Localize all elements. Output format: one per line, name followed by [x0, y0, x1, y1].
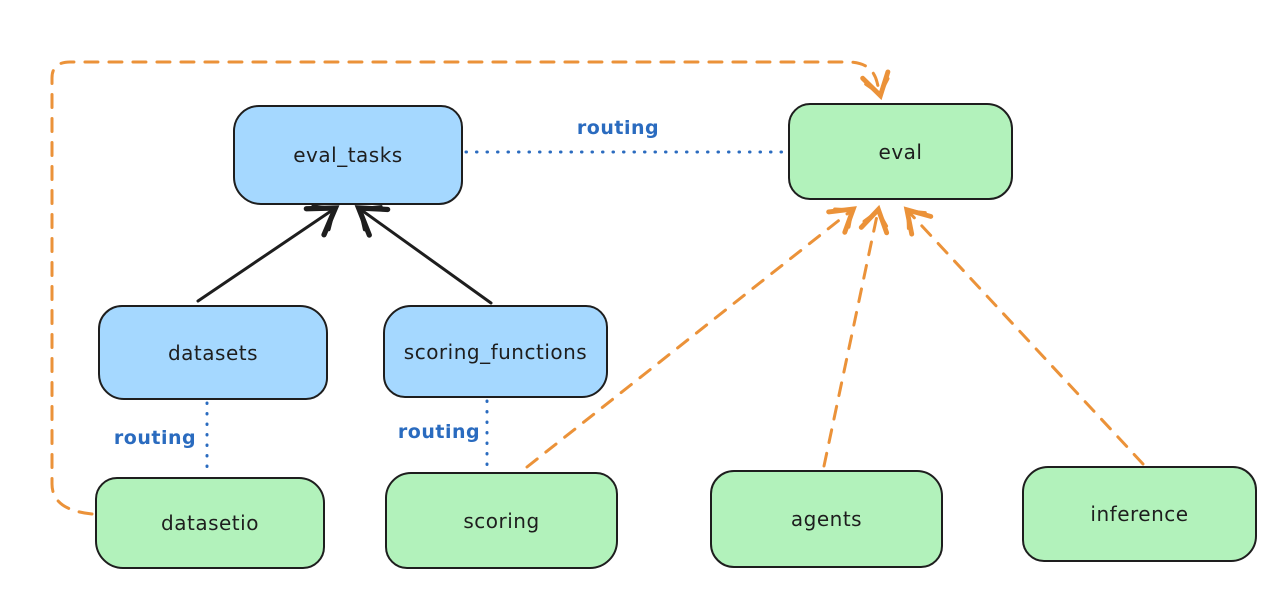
node-datasetio-label: datasetio	[161, 511, 259, 535]
node-scoring-functions: scoring_functions	[383, 305, 608, 398]
edge-datasets-to-evaltasks	[196, 204, 340, 303]
edge-label-routing-scoringfunctions-scoring: routing	[397, 421, 481, 443]
node-agents-label: agents	[790, 507, 863, 531]
node-scoring: scoring	[385, 472, 618, 569]
node-eval: eval	[788, 103, 1013, 200]
edge-label-routing-evaltasks-eval: routing	[576, 117, 660, 139]
node-datasetio: datasetio	[95, 477, 325, 569]
node-eval-label: eval	[878, 139, 923, 164]
node-datasets-label: datasets	[167, 340, 259, 365]
node-agents: agents	[710, 470, 943, 568]
edge-agents-to-eval	[822, 204, 890, 468]
node-inference: inference	[1022, 466, 1257, 562]
node-scoring-functions-label: scoring_functions	[403, 339, 588, 364]
edge-inference-to-eval	[903, 206, 1145, 466]
edge-scoringfunctions-to-evaltasks	[354, 205, 493, 305]
node-scoring-label: scoring	[463, 508, 540, 533]
node-eval-tasks: eval_tasks	[233, 105, 463, 205]
node-inference-label: inference	[1090, 502, 1189, 526]
edge-label-routing-datasets-datasetio: routing	[113, 427, 197, 449]
node-datasets: datasets	[98, 305, 328, 400]
node-eval-tasks-label: eval_tasks	[293, 143, 403, 167]
